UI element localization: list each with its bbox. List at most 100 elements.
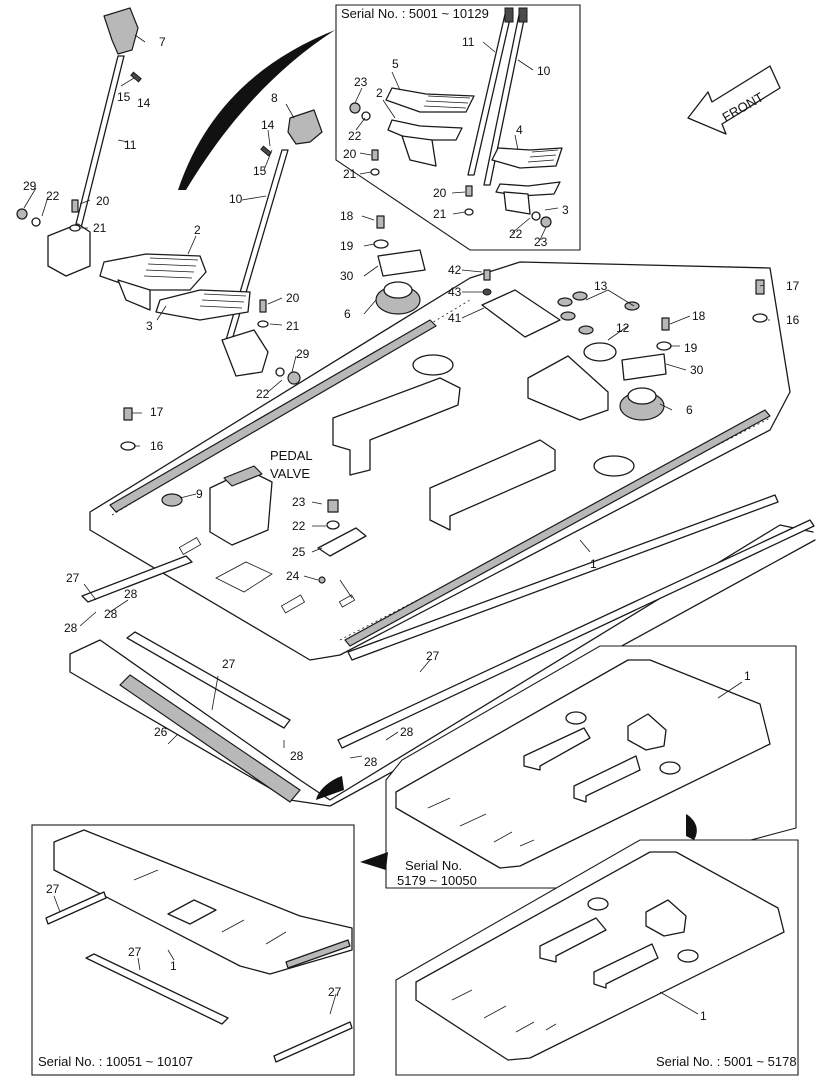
- lever-11: [71, 55, 125, 241]
- callout-20a: 20: [96, 194, 110, 208]
- washer-22c: [326, 520, 340, 530]
- screw-24: [318, 576, 326, 584]
- inset-pedal-4: [491, 147, 563, 169]
- callout-25: 25: [292, 545, 306, 559]
- inset-serial-10051-10107: 27 27 1 27 Serial No. : 10051 ~ 10107: [31, 824, 355, 1076]
- bracket-left: [47, 223, 91, 277]
- inset-washer-21a: [370, 168, 380, 176]
- washer-16a: [120, 441, 136, 451]
- callout-bl27c: 27: [328, 985, 342, 999]
- pedal-3: [155, 289, 251, 321]
- callout-42: 42: [448, 263, 462, 277]
- washer-22a: [31, 217, 41, 227]
- pin-14a: [130, 71, 142, 83]
- bolt-29a: [16, 208, 28, 220]
- plate-30-right: [621, 353, 667, 381]
- bolt-20b: [259, 299, 267, 313]
- pedal-valve-label-2: VALVE: [270, 466, 310, 481]
- bolt-23: [327, 499, 339, 513]
- plate-edge-strip-left: [109, 319, 437, 513]
- inset-serial-5001-5178: 1 Serial No. : 5001 ~ 5178: [395, 839, 799, 1076]
- callout-17a: 17: [150, 405, 164, 419]
- callout-9: 9: [196, 487, 203, 501]
- callout-14a: 14: [137, 96, 151, 110]
- seal-27-mid: [126, 631, 291, 729]
- callout-6b: 6: [686, 403, 693, 417]
- plate-30-left: [377, 249, 426, 277]
- callout-27b: 27: [222, 657, 236, 671]
- callout-30b: 30: [690, 363, 704, 377]
- inset-pedal-5: [385, 87, 475, 113]
- inset-washer-22b: [531, 211, 541, 221]
- callout-bl1: 1: [170, 959, 177, 973]
- callout-7: 7: [159, 35, 166, 49]
- inset-top-serial-label: Serial No. : 5001 ~ 10129: [341, 6, 489, 21]
- callout-26: 26: [154, 725, 168, 739]
- bolt-42: [483, 269, 491, 281]
- callout-28b: 28: [64, 621, 78, 635]
- bolt-18b: [661, 317, 670, 331]
- inset-bracket-3: [503, 191, 531, 215]
- bolt-17a: [123, 407, 133, 421]
- main-floor-plate: [89, 249, 791, 661]
- callout-t4: 4: [516, 123, 523, 137]
- washer-19b: [656, 341, 672, 351]
- washer-43: [482, 288, 492, 296]
- plate-25: [317, 527, 367, 557]
- inset-lever-tip-11: [504, 7, 514, 23]
- callout-20b: 20: [286, 291, 300, 305]
- callout-19b: 19: [684, 341, 698, 355]
- callout-28a: 28: [104, 607, 118, 621]
- callout-1a: 1: [590, 557, 597, 571]
- valve-box: [527, 355, 609, 421]
- callout-28c: 28: [124, 587, 138, 601]
- callout-12: 12: [616, 321, 630, 335]
- inset-br-serial-label: Serial No. : 5001 ~ 5178: [656, 1054, 797, 1069]
- bracket-41: [481, 289, 561, 338]
- callout-t22a: 22: [348, 129, 362, 143]
- callout-t21a: 21: [343, 167, 357, 181]
- inset-mid-serial-line1: Serial No.: [405, 858, 462, 873]
- washer-21b: [257, 320, 269, 328]
- callout-24: 24: [286, 569, 300, 583]
- callout-br1: 1: [700, 1009, 707, 1023]
- inset-curve-arrow: [178, 30, 335, 190]
- callout-22b: 22: [256, 387, 270, 401]
- inset-mid-serial-line2: 5179 ~ 10050: [397, 873, 477, 888]
- callout-28f: 28: [400, 725, 414, 739]
- callout-3: 3: [146, 319, 153, 333]
- callout-28d: 28: [290, 749, 304, 763]
- callout-29a: 29: [23, 179, 37, 193]
- seal-27-left: [81, 555, 193, 603]
- front-arrow: FRONT: [687, 65, 781, 135]
- inset-washer-21b: [464, 208, 474, 216]
- pedal-cover-left: [332, 377, 461, 476]
- lever-8-assembly: [221, 109, 323, 385]
- callout-t3: 3: [562, 203, 569, 217]
- inset-lever-tip-10: [518, 7, 528, 23]
- callout-t20b: 20: [433, 186, 447, 200]
- inset-arrow-right: [686, 814, 697, 840]
- callout-16a: 16: [150, 439, 164, 453]
- washer-16b: [752, 313, 768, 323]
- bolt-29b: [287, 371, 301, 385]
- bolt-17b: [755, 279, 765, 295]
- inset-arrow-left: [360, 852, 388, 870]
- callout-t23b: 23: [534, 235, 548, 249]
- callout-8: 8: [271, 91, 278, 105]
- knob-8: [287, 109, 323, 145]
- inset-bracket-2: [401, 135, 437, 167]
- callout-t2: 2: [376, 86, 383, 100]
- pedal-valve-label-1: PEDAL: [270, 448, 313, 463]
- callout-29b: 29: [296, 347, 310, 361]
- callout-t21b: 21: [433, 207, 447, 221]
- callout-t20a: 20: [343, 147, 357, 161]
- inset-bl-serial-label: Serial No. : 10051 ~ 10107: [38, 1054, 193, 1069]
- callout-19a: 19: [340, 239, 354, 253]
- washer-19a: [373, 239, 389, 249]
- callout-14b: 14: [261, 118, 275, 132]
- plate-edge-strip-front: [344, 409, 771, 647]
- inset-bolt-23a: [349, 102, 361, 114]
- callout-27a: 27: [66, 571, 80, 585]
